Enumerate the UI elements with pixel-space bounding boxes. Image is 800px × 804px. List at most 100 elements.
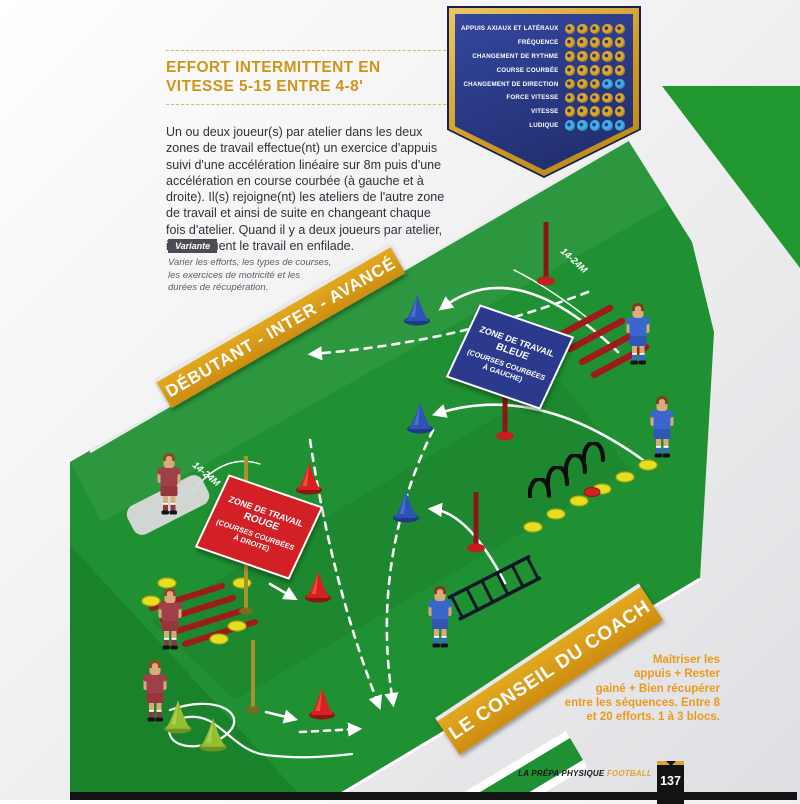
ball-filled-icon [577, 51, 588, 62]
dashed-arrow-bottom [298, 722, 363, 737]
ball-filled-icon [564, 37, 575, 48]
ball-filled-icon [602, 106, 613, 117]
ball-empty-icon [602, 120, 613, 131]
book-title-accent: FOOTBALL [606, 769, 652, 778]
rating-row: CHANGEMENT DE DIRECTION [455, 77, 633, 91]
rating-row: VITESSE [455, 105, 633, 119]
rating-balls [564, 65, 625, 76]
ball-filled-icon [577, 92, 588, 104]
dashed-arrow-diag-2 [384, 428, 435, 708]
page-number-tab: 137 [657, 761, 684, 804]
short-arrow-2 [264, 709, 299, 724]
equipment [126, 222, 658, 752]
ball-empty-icon [564, 120, 575, 131]
ground-poles-top [554, 304, 650, 379]
ball-filled-icon [577, 37, 588, 48]
curved-run-arrow-low [427, 502, 507, 585]
ball-filled-icon [614, 65, 625, 76]
curved-run-arrow-top [438, 286, 620, 354]
ball-filled-icon [614, 106, 625, 117]
book-title: LA PRÉPA PHYSIQUE FOOTBALL [470, 769, 652, 778]
ball-filled-icon [602, 37, 613, 48]
rating-balls [564, 37, 625, 48]
ball-filled-icon [589, 78, 600, 90]
ball-filled-icon [589, 106, 600, 117]
deco-stripe-green [466, 738, 583, 800]
flat-markers [141, 459, 658, 645]
ball-filled-icon [564, 65, 575, 76]
variante-text: Varier les efforts, les types de courses… [168, 257, 332, 294]
book-title-main: LA PRÉPA PHYSIQUE [518, 769, 605, 778]
red-disc [583, 487, 601, 497]
ball-empty-icon [589, 120, 600, 131]
variante-label: Variante [168, 239, 218, 253]
field-shade-band [150, 380, 630, 700]
ball-filled-icon [614, 37, 625, 48]
exercise-title-line2: VITESSE 5-15 ENTRE 4-8' [166, 78, 364, 95]
ball-filled-icon [564, 92, 575, 104]
distance-arc-1 [513, 269, 591, 321]
rating-label: LUDIQUE [529, 121, 559, 129]
ball-filled-icon [564, 51, 575, 62]
ball-filled-icon [577, 106, 588, 117]
ball-filled-icon [564, 106, 575, 117]
rating-balls [564, 106, 625, 117]
ball-filled-icon [614, 51, 625, 62]
rating-balls [564, 51, 625, 62]
rating-label: APPUIS AXIAUX ET LATÉRAUX [461, 25, 559, 33]
rating-row: APPUIS AXIAUX ET LATÉRAUX [455, 22, 633, 36]
ball-filled-icon [589, 65, 600, 76]
ball-filled-icon [564, 23, 575, 35]
rating-balls [564, 120, 625, 131]
footer-bar [70, 792, 797, 800]
rating-label: CHANGEMENT DE RYTHME [472, 52, 559, 60]
dashed-arrow-diag-1 [308, 438, 383, 710]
ball-filled-icon [589, 51, 600, 62]
tab-notch [665, 761, 676, 766]
ball-filled-icon [589, 92, 600, 104]
rating-balls [564, 78, 625, 90]
deco-stripe-white-2 [516, 760, 587, 800]
coach-advice: Maîtriser les appuis + Rester gainé + Bi… [564, 654, 720, 723]
ball-filled-icon [602, 23, 613, 35]
ball-empty-icon [614, 120, 625, 131]
ball-filled-icon [614, 92, 625, 104]
exercise-title: EFFORT INTERMITTENT EN VITESSE 5-15 ENTR… [166, 50, 446, 105]
ball-empty-icon [602, 78, 613, 90]
deco-stripe-white-1 [451, 731, 570, 800]
main-field [70, 140, 714, 800]
short-arrow-1 [268, 582, 298, 601]
rating-row: COURSE COURBÉE [455, 63, 633, 77]
ball-filled-icon [589, 37, 600, 48]
rating-balls [564, 23, 625, 35]
rating-label: VITESSE [530, 108, 559, 116]
ball-filled-icon [577, 78, 588, 90]
rating-label: FRÉQUENCE [517, 39, 559, 47]
ball-filled-icon [589, 23, 600, 35]
exercise-description: Un ou deux joueur(s) par atelier dans le… [166, 125, 445, 253]
field-shade-wedge [70, 545, 300, 795]
rating-row: FORCE VITESSE [455, 91, 633, 105]
rating-label: FORCE VITESSE [506, 94, 559, 102]
rating-row: CHANGEMENT DE RYTHME [455, 50, 633, 64]
curved-run-arrow-mid [431, 403, 645, 462]
rating-label: CHANGEMENT DE DIRECTION [463, 80, 559, 88]
rating-row: FRÉQUENCE [455, 36, 633, 50]
exercise-title-line1: EFFORT INTERMITTENT EN [166, 59, 381, 76]
ball-empty-icon [577, 120, 588, 131]
ball-filled-icon [602, 51, 613, 62]
pitch-shapes [70, 86, 800, 800]
ball-filled-icon [577, 23, 588, 35]
field-light-band [70, 140, 668, 522]
ratings-rows: APPUIS AXIAUX ET LATÉRAUX FRÉQUENCE CHANGE… [455, 22, 633, 132]
ball-empty-icon [614, 78, 625, 90]
ball-filled-icon [614, 23, 625, 35]
agility-ladder [447, 554, 542, 621]
ball-filled-icon [564, 78, 575, 90]
corner-triangle [662, 86, 800, 268]
dashed-arrow-top [307, 290, 590, 361]
page-number: 137 [660, 774, 681, 788]
rating-row: LUDIQUE [455, 119, 633, 133]
